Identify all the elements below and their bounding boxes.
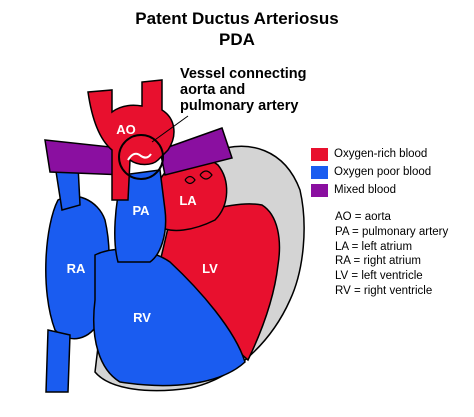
label-ra: RA	[67, 261, 86, 276]
abbreviation-item: RV = right ventricle	[335, 284, 433, 297]
ductus-arteriosus-vessel	[127, 152, 152, 161]
aorta	[87, 79, 175, 201]
legend: Oxygen-rich blood Oxygen poor blood Mixe…	[311, 145, 431, 199]
legend-swatch-oxygen-poor	[311, 165, 328, 179]
diagram-title: Patent Ductus Arteriosus	[135, 9, 339, 28]
legend-label: Oxygen poor blood	[334, 166, 432, 178]
legend-label: Mixed blood	[334, 184, 397, 196]
abbreviation-item: PA = pulmonary artery	[335, 225, 449, 238]
label-lv: LV	[202, 261, 218, 276]
label-la: LA	[179, 193, 197, 208]
legend-item: Mixed blood	[311, 181, 431, 199]
mixed-branch-right	[159, 127, 233, 176]
abbreviation-item: LA = left atrium	[335, 240, 413, 253]
abbreviation-item: RA = right atrium	[335, 255, 421, 268]
abbreviation-item: LV = left ventricle	[335, 270, 423, 283]
label-ao: AO	[116, 122, 136, 137]
legend-item: Oxygen poor blood	[311, 163, 431, 181]
pulmonary-vein-left	[199, 170, 213, 180]
ductus-arteriosus-circle	[118, 134, 164, 180]
legend-item: Oxygen-rich blood	[311, 145, 431, 163]
pulmonary-vein-right	[184, 175, 196, 185]
abbreviation-list: AO = aorta PA = pulmonary artery LA = le…	[335, 210, 448, 299]
callout-line-3: pulmonary artery	[180, 98, 299, 114]
legend-label: Oxygen-rich blood	[334, 148, 428, 160]
callout-line-2: aorta and	[180, 82, 246, 98]
label-pa: PA	[132, 203, 150, 218]
callout-pointer	[151, 115, 189, 143]
abbreviation-item: AO = aorta	[335, 211, 391, 223]
label-rv: RV	[133, 310, 151, 325]
legend-swatch-oxygen-rich	[311, 147, 328, 161]
callout-line-1: Vessel connecting	[180, 66, 307, 82]
diagram-subtitle: PDA	[219, 30, 255, 49]
legend-swatch-mixed	[311, 183, 328, 197]
pda-callout: Vessel connecting aorta and pulmonary ar…	[180, 66, 350, 114]
